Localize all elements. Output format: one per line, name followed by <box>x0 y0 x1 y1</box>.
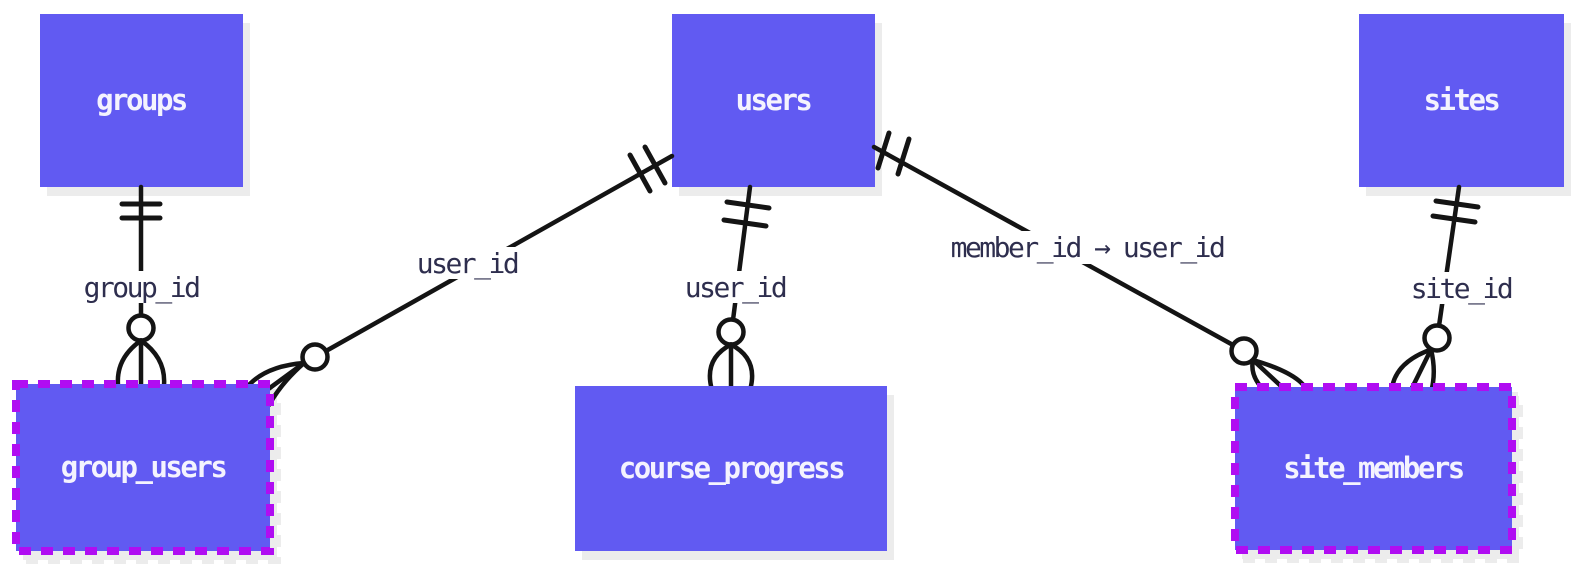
entity-label: course_progress <box>619 451 844 485</box>
relationship-users-site_members[interactable]: member_id → user_id <box>871 130 1308 391</box>
entity-box[interactable] <box>1359 14 1564 187</box>
one-tick-icon <box>724 199 772 211</box>
crow-foot-icon <box>1389 347 1434 391</box>
zero-circle-icon <box>716 317 746 347</box>
entity-box[interactable] <box>1231 383 1516 554</box>
edge-label-bg <box>410 247 524 279</box>
entity-group_users[interactable]: group_users <box>12 380 274 555</box>
crow-foot-icon <box>138 338 167 388</box>
zero-circle-icon <box>1422 323 1452 353</box>
edge-label-bg <box>938 231 1236 264</box>
relationship-groups-group_users[interactable]: group_id <box>78 184 204 388</box>
one-tick-icon <box>721 217 769 229</box>
crow-foot-icon <box>707 342 734 389</box>
relationship-users-course_progress[interactable]: user_id <box>678 184 792 389</box>
zero-circle-icon <box>126 313 156 343</box>
one-tick-icon <box>1430 213 1478 225</box>
relationship-sites-site_members[interactable]: site_id <box>1389 184 1518 391</box>
relationship-label: group_id <box>84 271 200 305</box>
entity-box[interactable] <box>40 14 243 187</box>
entity-users[interactable]: users <box>672 14 875 187</box>
crow-foot-icon <box>245 360 307 389</box>
edge-label-bg <box>78 271 204 303</box>
entity-box[interactable] <box>575 386 887 551</box>
entity-groups[interactable]: groups <box>40 14 243 187</box>
crow-foot-icon <box>728 342 755 389</box>
zero-circle-icon <box>1229 336 1259 366</box>
one-tick-icon <box>627 152 653 194</box>
relationship-users-group_users[interactable]: user_id <box>245 144 675 408</box>
edge-label-bg <box>1404 272 1518 304</box>
entity-label: site_members <box>1283 451 1464 485</box>
relationship-label: user_id <box>685 271 786 305</box>
edge-label-bg <box>678 271 792 303</box>
crow-foot-icon <box>115 338 144 388</box>
one-tick-icon <box>1433 198 1481 210</box>
one-tick-icon <box>642 144 668 186</box>
one-tick-icon <box>875 130 892 171</box>
crow-foot-icon <box>1428 347 1436 391</box>
one-tick-icon <box>895 136 912 177</box>
entity-label: group_users <box>61 450 227 484</box>
crow-foot-icon <box>1409 347 1434 391</box>
entity-course_progress[interactable]: course_progress <box>575 386 887 551</box>
crow-foot-icon <box>1250 357 1286 391</box>
entity-sites[interactable]: sites <box>1359 14 1564 187</box>
relationship-label: member_id → user_id <box>951 231 1224 265</box>
entity-label: sites <box>1424 83 1500 117</box>
edge-line <box>1436 184 1462 329</box>
zero-circle-icon <box>300 342 330 372</box>
entity-site_members[interactable]: site_members <box>1231 383 1516 554</box>
relationship-label: user_id <box>417 247 518 281</box>
entity-box[interactable] <box>672 14 875 187</box>
entity-box[interactable] <box>12 380 274 555</box>
relationship-label: site_id <box>1411 272 1512 306</box>
entity-label: groups <box>96 83 187 117</box>
entity-label: users <box>736 83 812 117</box>
